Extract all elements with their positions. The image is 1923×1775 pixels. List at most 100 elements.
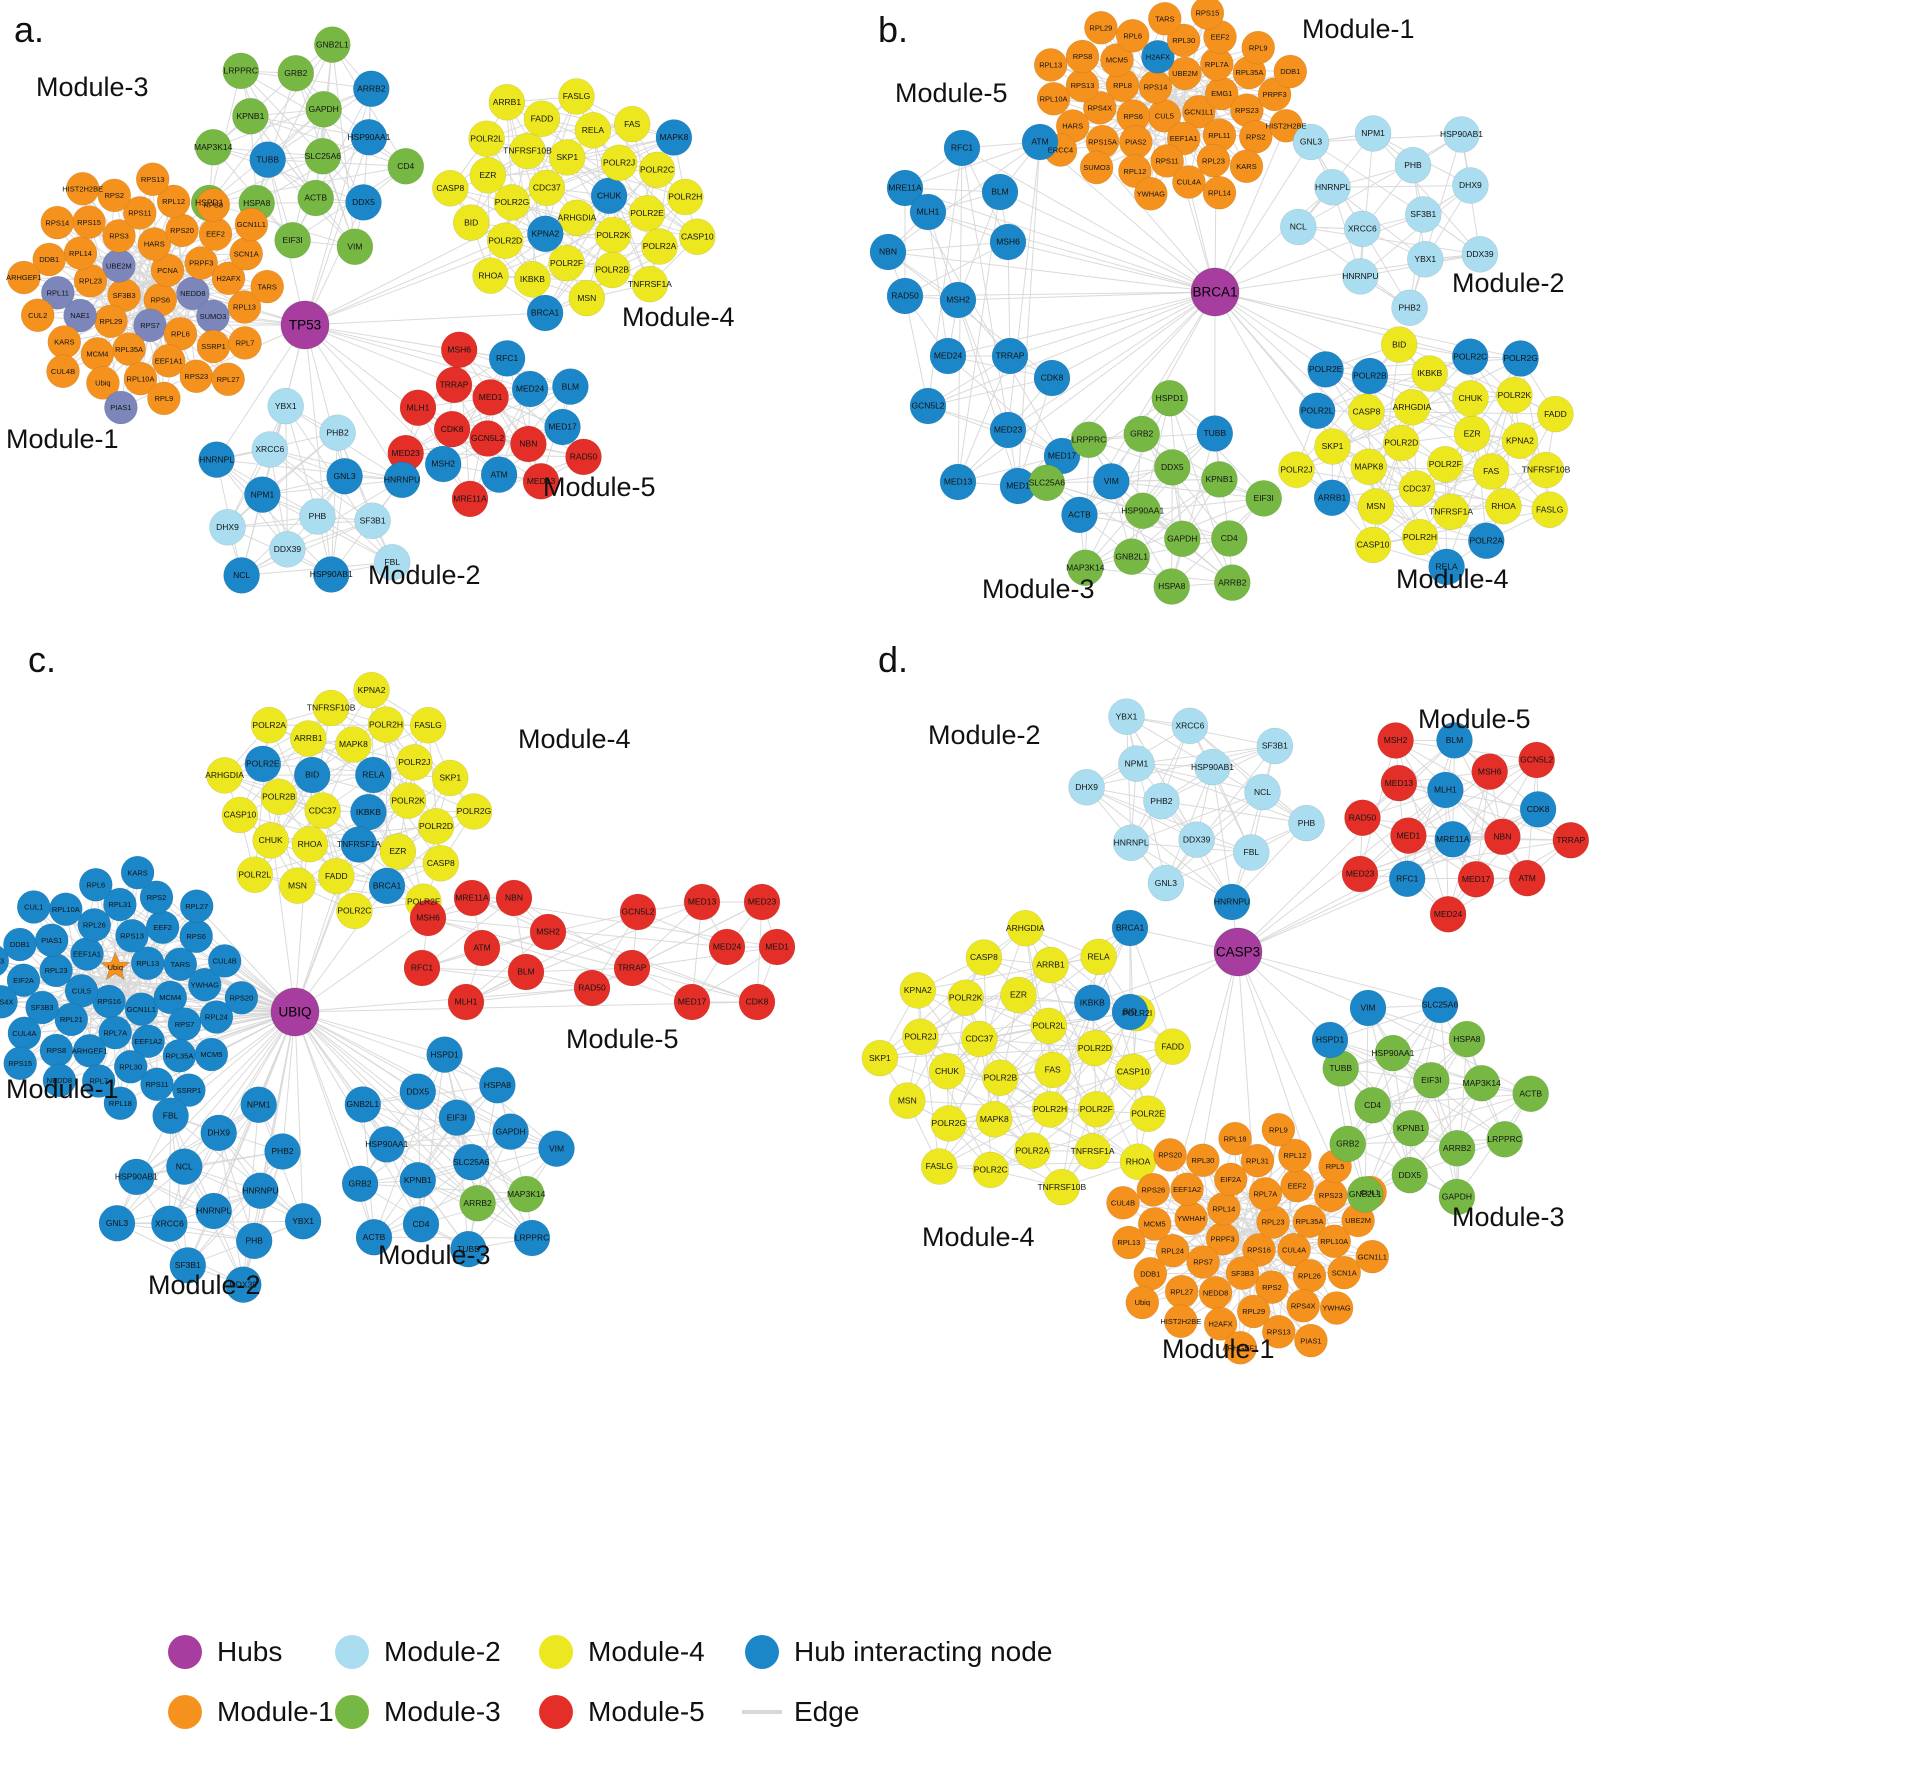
node-label: RPL5 bbox=[1326, 1162, 1345, 1171]
module-label: Module-1 bbox=[6, 1074, 119, 1104]
node-EZR bbox=[379, 833, 417, 870]
node-label: CUL4A bbox=[1282, 1245, 1306, 1254]
node-label: RPS15 bbox=[8, 1059, 32, 1068]
node-label: RPL27 bbox=[217, 375, 240, 384]
node-GRB2 bbox=[341, 1165, 379, 1203]
node-BID bbox=[1380, 326, 1418, 363]
node-label: HSP90AA1 bbox=[365, 1139, 408, 1149]
node-LRPPRC bbox=[1070, 421, 1108, 458]
node-MAP3K14 bbox=[507, 1175, 545, 1213]
node-CD4 bbox=[1354, 1086, 1391, 1124]
edge bbox=[1360, 185, 1471, 277]
node-RPL14 bbox=[1202, 175, 1237, 210]
node-EIF2A bbox=[1213, 1162, 1248, 1197]
node-label: CUL4A bbox=[1177, 178, 1201, 187]
node-label: ARRB2 bbox=[1443, 1143, 1472, 1153]
hub-edge bbox=[304, 312, 546, 326]
node-RPL24 bbox=[199, 1000, 234, 1034]
node-MED1 bbox=[1390, 817, 1427, 854]
node-YBX1 bbox=[284, 1202, 322, 1240]
node-label: CASP10 bbox=[1117, 1067, 1150, 1077]
node-RPL30 bbox=[1166, 23, 1201, 58]
node-HSP90AB1 bbox=[1443, 116, 1480, 153]
edge bbox=[1445, 413, 1556, 465]
node-NCL bbox=[223, 557, 260, 594]
hub-edge bbox=[304, 324, 346, 477]
node-label: EEF2 bbox=[153, 923, 172, 932]
node-label: SKP1 bbox=[1322, 441, 1344, 451]
hub-edge bbox=[1214, 291, 1371, 377]
node-label: KPNA2 bbox=[358, 685, 386, 695]
node-label: POLR2F bbox=[1429, 459, 1462, 469]
node-label: POLR2L bbox=[238, 869, 271, 879]
panel-letter-c: c. bbox=[28, 639, 56, 680]
node-label: RHOA bbox=[1491, 501, 1516, 511]
node-label: POLR2A bbox=[1016, 1145, 1050, 1155]
node-label: NAE1 bbox=[70, 311, 90, 320]
node-MAP3K14 bbox=[1067, 549, 1104, 586]
hub-edge bbox=[1237, 951, 1336, 1167]
legend-swatch-module4 bbox=[539, 1635, 573, 1669]
node-NPM1 bbox=[240, 1086, 277, 1123]
node-label: CDK8 bbox=[1041, 373, 1064, 383]
node-POLR2E bbox=[1307, 351, 1344, 388]
node-label: RPS16 bbox=[97, 997, 121, 1006]
node-FADD bbox=[318, 857, 355, 895]
node-TNFRSF1A bbox=[1432, 493, 1470, 530]
edge bbox=[471, 897, 758, 1003]
node-label: RPL35A bbox=[1235, 68, 1263, 77]
node-RPS14 bbox=[40, 205, 75, 240]
node-ATM bbox=[1508, 859, 1546, 897]
node-NEDD8 bbox=[42, 1063, 77, 1098]
node-label: GCN5L2 bbox=[621, 907, 654, 917]
node-label: POLR2B bbox=[984, 1073, 1018, 1083]
node-MSH2 bbox=[939, 281, 977, 319]
node-label: PIAS1 bbox=[41, 936, 62, 945]
node-label: NCL bbox=[233, 570, 250, 580]
node-label: MSH6 bbox=[996, 237, 1020, 247]
node-RFC1 bbox=[403, 949, 441, 987]
node-RFC1 bbox=[1388, 860, 1426, 897]
node-label: RPL31 bbox=[1246, 1156, 1269, 1165]
node-RPL13 bbox=[1033, 48, 1068, 82]
node-label: RPS13 bbox=[1071, 81, 1095, 90]
node-label: FADD bbox=[325, 871, 348, 881]
edge bbox=[227, 432, 338, 528]
node-label: MED1 bbox=[479, 392, 503, 402]
node-SCN1A bbox=[1327, 1255, 1361, 1290]
node-POLR2D bbox=[417, 808, 455, 845]
module-label: Module-2 bbox=[928, 720, 1041, 750]
node-label: GNB2L1 bbox=[1115, 551, 1148, 561]
node-label: VIM bbox=[549, 1143, 564, 1153]
module-label: Module-1 bbox=[1162, 1334, 1275, 1364]
node-label: RPL10A bbox=[127, 374, 155, 383]
node-label: FAS bbox=[1483, 466, 1499, 476]
node-RPS2 bbox=[1255, 1270, 1289, 1304]
node-label: POLR2K bbox=[391, 795, 425, 805]
hub-edge bbox=[294, 1011, 511, 1133]
node-label: RPS6 bbox=[1123, 112, 1143, 121]
edge bbox=[1086, 786, 1252, 853]
node-label: GAPDH bbox=[1442, 1192, 1472, 1202]
node-RELA bbox=[1428, 548, 1465, 586]
node-CDC37 bbox=[961, 1020, 998, 1058]
edge bbox=[371, 689, 409, 801]
node-label: POLR2F bbox=[550, 258, 583, 268]
node-label: POLR2G bbox=[495, 197, 530, 207]
node-label: SCN1A bbox=[1332, 1268, 1357, 1277]
node-POLR2D bbox=[1383, 424, 1420, 462]
node-label: RPS23 bbox=[1235, 106, 1259, 115]
edge bbox=[1129, 927, 1174, 1047]
node-label: HSP90AA1 bbox=[1371, 1048, 1414, 1058]
node-label: RPL6 bbox=[86, 880, 105, 889]
node-label: PHB2 bbox=[1150, 796, 1172, 806]
node-label: HNRNPU bbox=[242, 1185, 278, 1195]
node-MLH1 bbox=[1427, 771, 1464, 809]
edge bbox=[358, 811, 475, 845]
node-TRRAP bbox=[613, 949, 651, 987]
node-MSH2 bbox=[529, 913, 567, 951]
hub-edge bbox=[304, 324, 444, 465]
node-label: TRRAP bbox=[440, 380, 469, 390]
node-label: MAPK8 bbox=[1354, 462, 1383, 472]
node-label: RPL11 bbox=[47, 288, 69, 297]
